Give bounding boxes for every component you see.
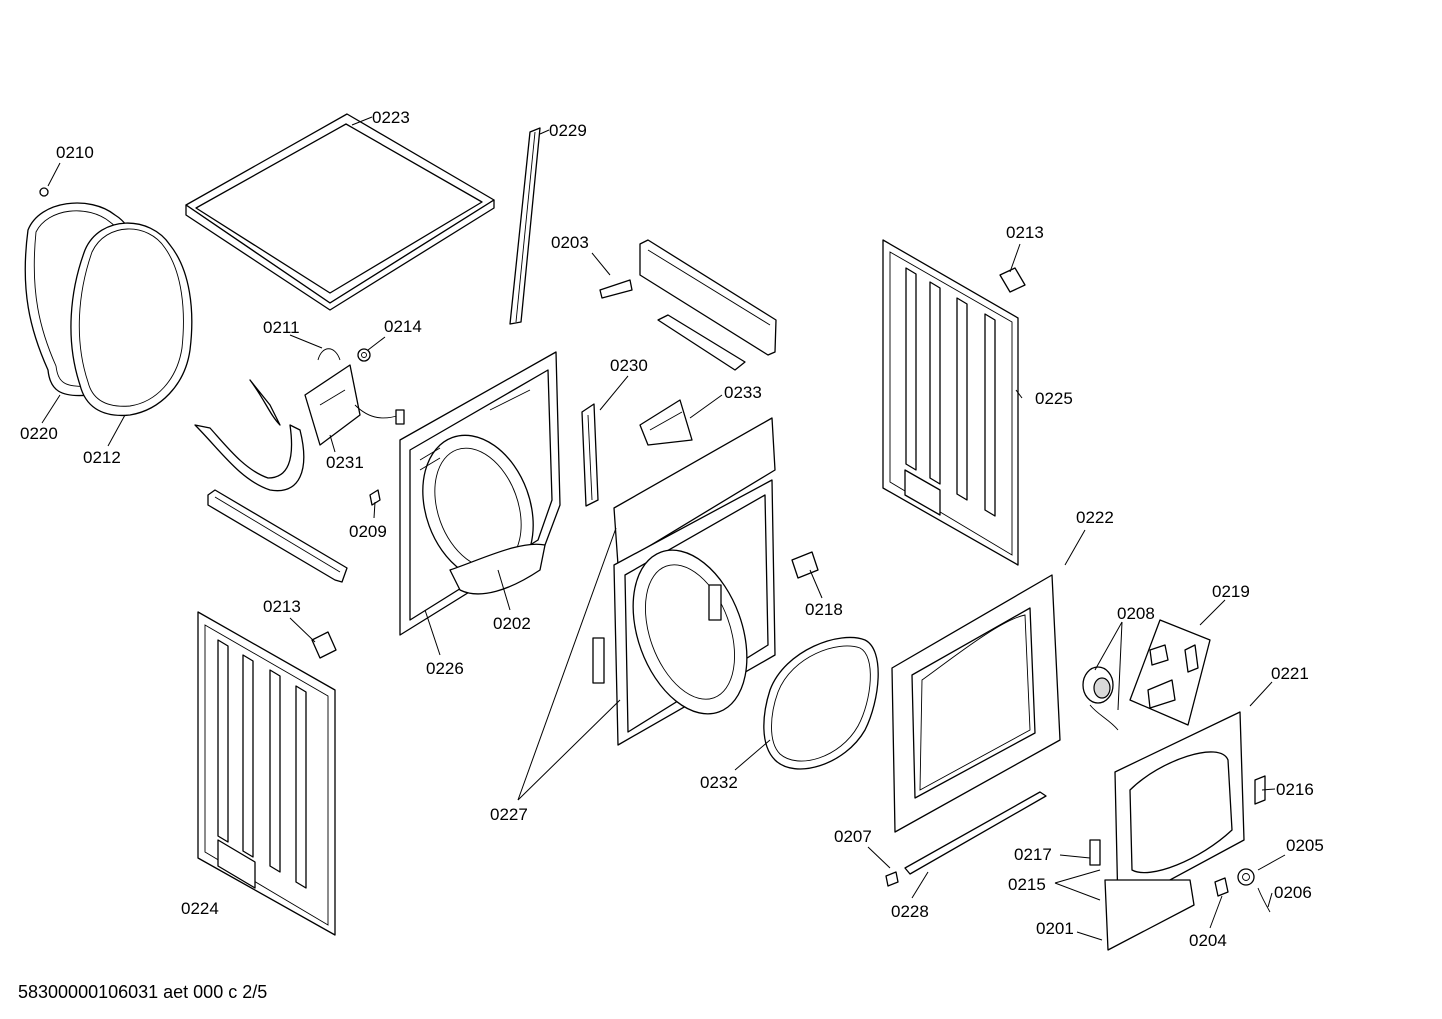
part-0221-door-frame (1089, 711, 1245, 951)
label-0212: 0212 (83, 448, 121, 467)
part-0204 (1214, 877, 1229, 897)
label-0210: 0210 (56, 143, 94, 162)
label-0205: 0205 (1286, 836, 1324, 855)
label-0203: 0203 (551, 233, 589, 252)
part-0232-seal (763, 636, 879, 770)
part-0213-clip-lower (311, 631, 337, 659)
part-0208-sensor (1082, 666, 1119, 731)
part-0226-rear-panel (399, 351, 561, 636)
label-0201: 0201 (1036, 919, 1074, 938)
label-0219: 0219 (1212, 582, 1250, 601)
label-0220: 0220 (20, 424, 58, 443)
label-0204: 0204 (1189, 931, 1227, 950)
part-0214-knob (357, 348, 371, 362)
part-top-rail (599, 239, 777, 371)
part-duct (194, 379, 305, 492)
part-0205 (1237, 868, 1255, 886)
label-0206: 0206 (1274, 883, 1312, 902)
part-rail (207, 489, 348, 583)
part-0210-screw (39, 187, 49, 197)
label-0232: 0232 (700, 773, 738, 792)
part-0219-hinge-kit (1129, 619, 1211, 726)
label-0223: 0223 (372, 108, 410, 127)
part-0228-strip (904, 791, 1047, 875)
part-0216 (1254, 775, 1266, 805)
label-0217: 0217 (1014, 845, 1052, 864)
label-0221: 0221 (1271, 664, 1309, 683)
part-0209-clip (369, 489, 381, 506)
label-0228: 0228 (891, 902, 929, 921)
part-0229-strip (509, 127, 541, 325)
part-0206 (1257, 887, 1271, 913)
leader-lines (41, 116, 1286, 941)
label-0207: 0207 (834, 827, 872, 846)
label-0218: 0218 (805, 600, 843, 619)
label-0211: 0211 (263, 318, 300, 337)
part-0230-bracket (581, 403, 599, 507)
label-0215: 0215 (1008, 875, 1046, 894)
part-0224-side-panel (197, 611, 336, 936)
label-0224: 0224 (181, 899, 219, 918)
label-0213-lower: 0213 (263, 597, 301, 616)
label-0213-upper: 0213 (1006, 223, 1044, 242)
part-0227-front-frame (592, 417, 776, 746)
document-code: 58300000106031 aet 000 c 2/5 (18, 982, 267, 1002)
part-0213-clip-upper (999, 267, 1026, 293)
part-0222-front-panel (891, 574, 1061, 833)
label-0230: 0230 (610, 356, 648, 375)
part-0225-side-panel (882, 239, 1019, 566)
label-0227: 0227 (490, 805, 528, 824)
part-0212-gasket (70, 222, 193, 417)
label-0202: 0202 (493, 614, 531, 633)
part-0218-switch (791, 551, 819, 579)
part-0207 (885, 871, 899, 887)
part-labels: 0223 0229 0210 0203 0213 0211 0214 0230 … (20, 108, 1324, 950)
part-0231-module (304, 348, 405, 446)
label-0208: 0208 (1117, 604, 1155, 623)
label-0226: 0226 (426, 659, 464, 678)
label-0229: 0229 (549, 121, 587, 140)
label-0216: 0216 (1276, 780, 1314, 799)
part-0233-bracket (639, 399, 693, 446)
label-0231: 0231 (326, 453, 364, 472)
label-0233: 0233 (724, 383, 762, 402)
label-0214: 0214 (384, 317, 422, 336)
label-0225: 0225 (1035, 389, 1073, 408)
label-0209: 0209 (349, 522, 387, 541)
part-0223-top-cover (185, 113, 495, 311)
label-0222: 0222 (1076, 508, 1114, 527)
